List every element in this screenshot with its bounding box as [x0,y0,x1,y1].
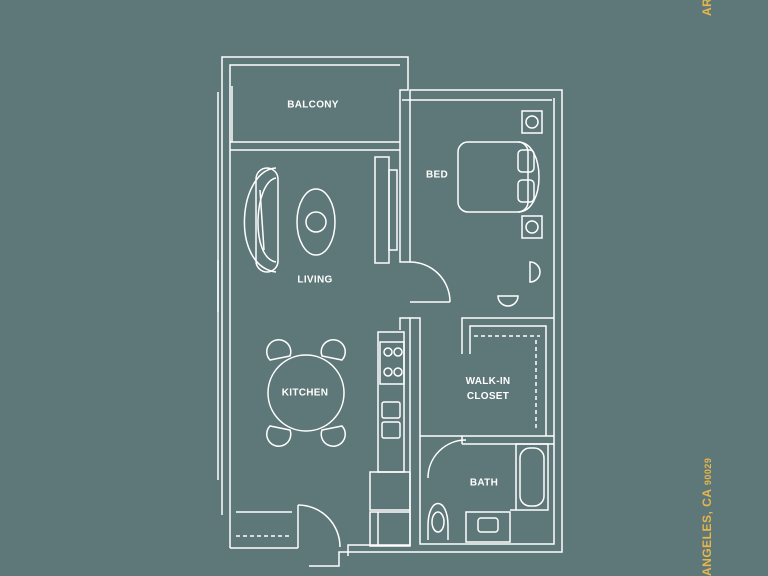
bath-fixtures [427,439,549,543]
tv-console-icon [374,156,398,264]
entry-door [229,504,341,549]
dining-table-icon [266,339,346,447]
bedroom-door [409,261,451,303]
balcony-walls [230,86,400,151]
room-label-bath: BATH [469,477,499,489]
room-label-closet: WALK-IN CLOSET [465,376,511,402]
bed-icon [457,141,540,213]
room-label-living: LIVING [297,274,333,286]
coffee-table-icon [296,188,336,256]
nightstand-icon [521,110,543,239]
closet-walls [420,317,554,445]
kitchen-counter [369,317,411,547]
room-label-bed: BED [425,169,449,181]
sofa-icon [243,167,279,273]
room-label-balcony: BALCONY [287,99,339,111]
edge-text-top: AR [700,0,714,16]
outer-walls [217,56,563,567]
room-label-kitchen: KITCHEN [281,387,329,399]
chair-icon [497,261,541,307]
address-text: ANGELES, CA 90029 [700,457,714,576]
